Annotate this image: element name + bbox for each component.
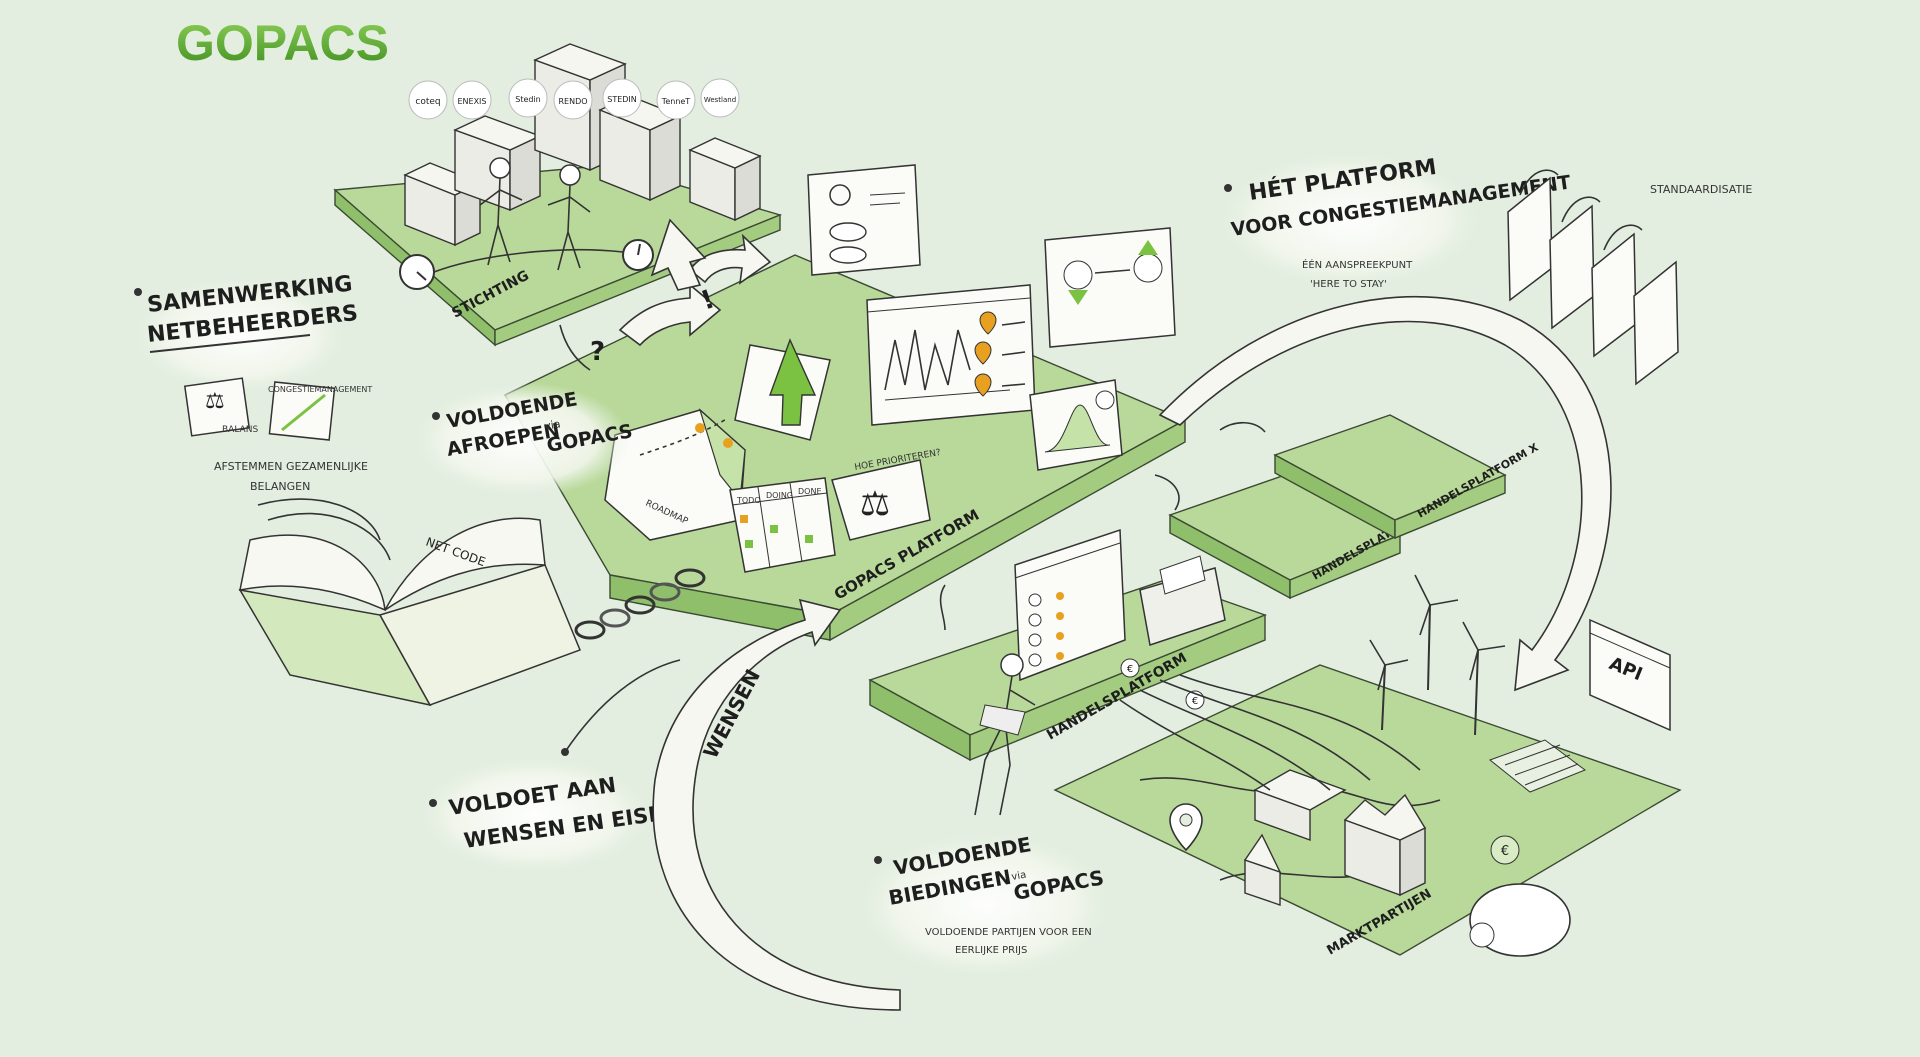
partner-logo-stedin: Stedin [508, 78, 548, 118]
kanban-board: TODO DOING DONE [729, 477, 836, 573]
biedingen-sub-2: EERLIJKE PRIJS [955, 945, 1027, 956]
location-pin-icon [1169, 803, 1203, 852]
brand-logo: GOPACS [176, 15, 389, 71]
vector-card [1044, 227, 1176, 348]
partner-logo-westland: Westland [700, 78, 740, 118]
biedingen-sub-1: VOLDOENDE PARTIJEN VOOR EEN [925, 927, 1092, 938]
svg-text:STEDIN: STEDIN [607, 95, 637, 104]
svg-text:via: via [543, 417, 561, 433]
partner-logo-coteq: coteq [408, 80, 448, 120]
svg-text:'HERE TO STAY': 'HERE TO STAY' [1310, 279, 1387, 290]
svg-text:CONGESTIEMANAGEMENT: CONGESTIEMANAGEMENT [268, 385, 372, 394]
afstemmen-text-2: BELANGEN [250, 480, 310, 493]
cables [1119, 674, 1421, 791]
svg-text:ENEXIS: ENEXIS [457, 97, 486, 106]
svg-text:TenneT: TenneT [661, 97, 691, 106]
svg-text:Stedin: Stedin [515, 95, 541, 104]
map-pin-icon [974, 311, 997, 397]
standaardisatie-label: STANDAARDISATIE [1650, 183, 1752, 196]
partner-logos: coteq ENEXIS Stedin RENDO STEDIN TenneT … [408, 78, 740, 120]
api-window: API [1589, 618, 1671, 732]
scale-icon: ⚖ [205, 389, 225, 414]
graph-window [866, 284, 1036, 426]
flow-arrows: ! ? [559, 218, 772, 371]
up-arrow-icon [769, 338, 817, 426]
svg-text:RENDO: RENDO [558, 97, 587, 106]
svg-text:coteq: coteq [415, 97, 440, 107]
marktpartijen-map: MARKTPARTIJEN € [1053, 664, 1682, 958]
svg-text:TODO: TODO [736, 496, 761, 505]
het-platform-bubble: HÉT PLATFORM VOOR CONGESTIEMANAGEMENT ÉÉ… [1215, 150, 1572, 290]
svg-text:€: € [1501, 844, 1509, 859]
weather-card [807, 164, 921, 276]
roadmap-paper: ROADMAP [604, 338, 831, 541]
svg-text:Westland: Westland [704, 96, 736, 104]
voldoet-bubble: VOLDOET AAN WENSEN EN EISEN [415, 659, 681, 875]
partner-logo-enexis: ENEXIS [452, 80, 492, 120]
svg-text:via: via [1011, 870, 1028, 883]
svg-text:DONE: DONE [798, 487, 822, 496]
svg-text:€: € [1127, 664, 1133, 675]
connector [939, 584, 946, 631]
scale-icon: ⚖ [860, 484, 890, 524]
person-with-laptop [974, 653, 1036, 816]
bid-list [1028, 592, 1064, 667]
connector [1154, 474, 1180, 511]
distribution-card [1029, 379, 1123, 471]
biedingen-bubble: VOLDOENDE BIEDINGEN via GOPACS VOLDOENDE… [855, 830, 1115, 980]
svg-text:BALANS: BALANS [222, 425, 258, 435]
people-figures [479, 157, 591, 271]
loop-arrow [1158, 296, 1612, 692]
sun-icon [829, 184, 851, 206]
piggy-bank-icon: € [1469, 835, 1571, 957]
partner-logo-stedin-yellow: STEDIN [602, 78, 642, 118]
afstemmen-text-1: AFSTEMMEN GEZAMENLIJKE [214, 460, 368, 473]
roadmap-pin-icon [695, 423, 705, 433]
svg-text:DOING: DOING [766, 491, 793, 500]
wensen-arrow: WENSEN [652, 598, 901, 1011]
svg-text:ÉÉN AANSPREEKPUNT: ÉÉN AANSPREEKPUNT [1302, 258, 1413, 271]
balans-cards: ⚖ BALANS CONGESTIEMANAGEMENT AFSTEMMEN G… [183, 377, 372, 493]
netcode-book: NET CODE [238, 498, 706, 707]
wind-turbines [1369, 574, 1506, 736]
afroepen-bubble: VOLDOENDE AFROEPEN via GOPACS [410, 382, 634, 498]
partner-logo-tennet: TenneT [656, 80, 696, 120]
connector [1219, 421, 1266, 433]
chain-icon [574, 568, 706, 640]
solar-panels-icon [1488, 739, 1587, 793]
standaardisatie-stack: STANDAARDISATIE [1507, 169, 1752, 386]
samenwerking-bubble: SAMENWERKING NETBEHEERDERS [130, 272, 359, 395]
svg-text:?: ? [590, 337, 605, 367]
partner-logo-rendo: RENDO [553, 80, 593, 120]
cloud-icon [829, 222, 867, 242]
svg-text:€: € [1192, 696, 1198, 707]
